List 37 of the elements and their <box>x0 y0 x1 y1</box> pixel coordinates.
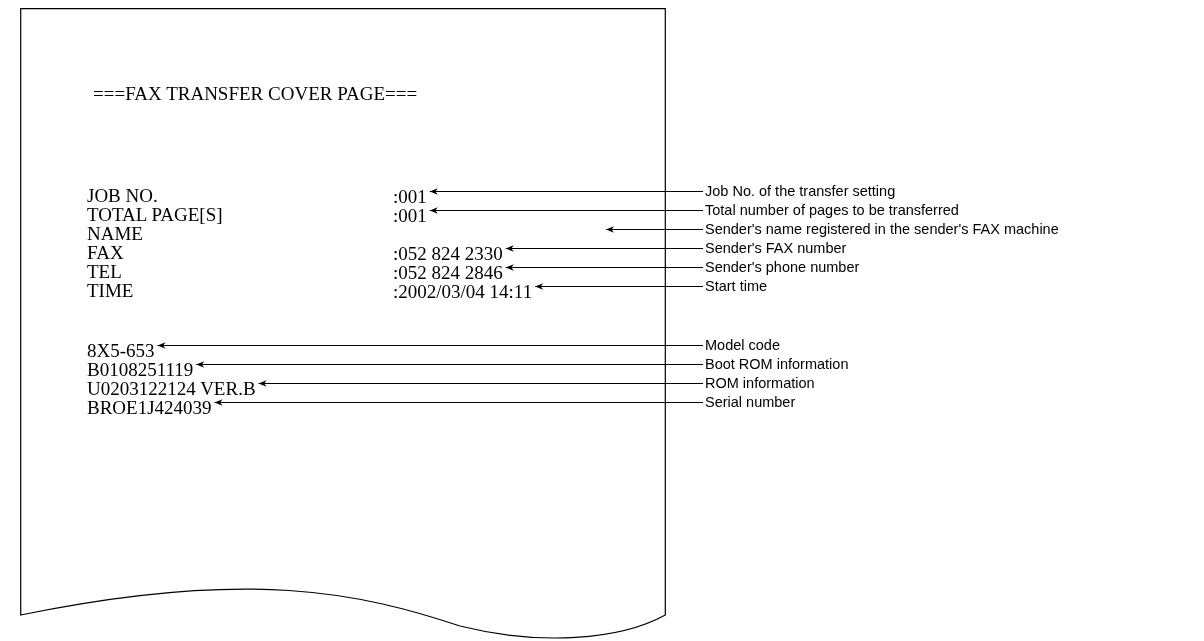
leader-arrow <box>505 264 704 271</box>
leader-arrow <box>605 226 704 233</box>
page-heading: ===FAX TRANSFER COVER PAGE=== <box>93 84 418 103</box>
field-value: :001 <box>393 206 427 225</box>
leader-arrow <box>195 361 704 368</box>
field-value: :052 824 2330 <box>393 244 503 263</box>
leader-arrow <box>429 188 704 195</box>
annotation-text: Boot ROM information <box>705 355 849 374</box>
field-value: :2002/03/04 14:11 <box>393 282 533 301</box>
field-name: NAME <box>87 224 143 243</box>
annotation-text: Serial number <box>705 393 796 412</box>
annotation-text: Job No. of the transfer setting <box>705 182 896 201</box>
field-value: BROE1J424039 <box>87 398 212 417</box>
leader-arrow <box>534 283 704 290</box>
field-name: TEL <box>87 262 122 281</box>
annotation-text: Sender's name registered in the sender's FAX machine <box>705 220 1059 239</box>
field-name: TIME <box>87 281 134 300</box>
leader-arrow <box>505 245 704 252</box>
annotation-text: Start time <box>705 277 768 296</box>
field-value: :052 824 2846 <box>393 263 503 282</box>
leader-arrow <box>214 399 704 406</box>
printout-page <box>20 8 666 640</box>
annotation-text: Sender's phone number <box>705 258 860 277</box>
field-name: TOTAL PAGE[S] <box>87 205 223 224</box>
field-value: B0108251119 <box>87 360 194 379</box>
field-name: JOB NO. <box>87 186 158 205</box>
field-name: FAX <box>87 243 124 262</box>
field-value: 8X5-653 <box>87 341 155 360</box>
field-value: U0203122124 VER.B <box>87 379 256 398</box>
annotation-text: Total number of pages to be transferred <box>705 201 959 220</box>
annotation-text: Model code <box>705 336 780 355</box>
annotation-text: ROM information <box>705 374 815 393</box>
leader-arrow <box>157 342 704 349</box>
field-value: :001 <box>393 187 427 206</box>
leader-arrow <box>429 207 704 214</box>
leader-arrow <box>258 380 704 387</box>
annotation-text: Sender's FAX number <box>705 239 847 258</box>
